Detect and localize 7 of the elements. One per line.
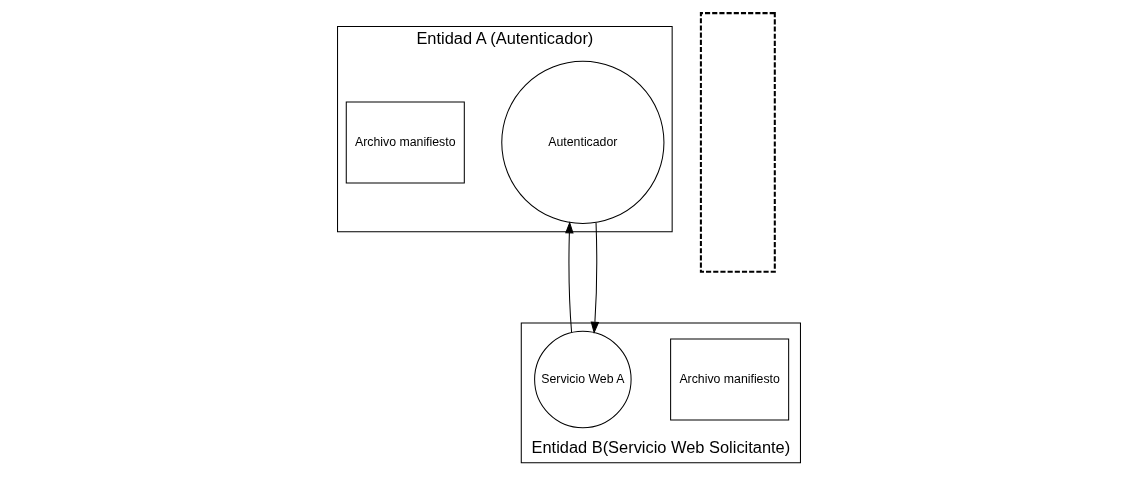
arrow (564, 220, 574, 333)
node-circle: Autenticador (500, 60, 664, 224)
node-box (699, 11, 776, 273)
arrow (590, 221, 599, 334)
node-circle: Servicio Web A (533, 330, 632, 428)
node-box: Archivo manifiesto (345, 100, 465, 183)
node-box: Archivo manifiesto (669, 338, 789, 421)
